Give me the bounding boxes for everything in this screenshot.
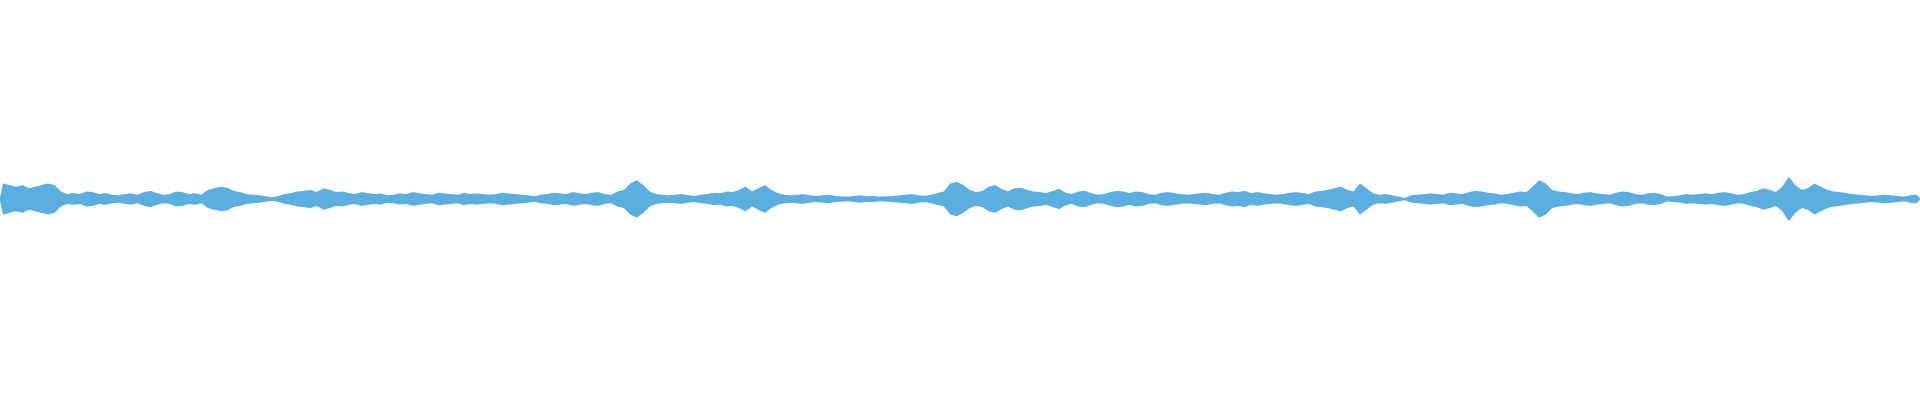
waveform-envelope <box>0 176 1920 222</box>
